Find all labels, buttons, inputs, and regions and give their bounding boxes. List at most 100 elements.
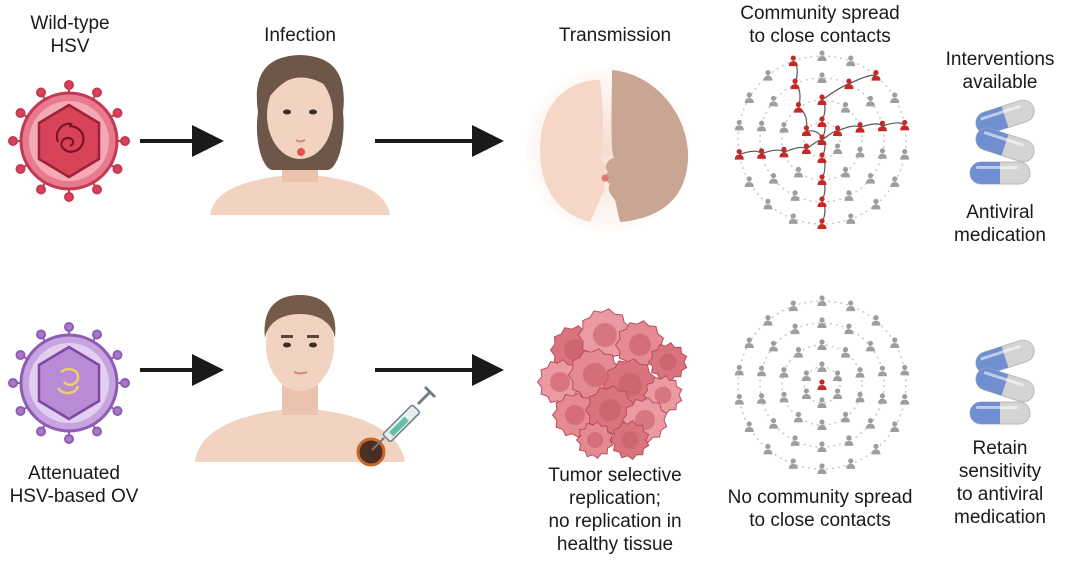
person-icon <box>734 148 744 160</box>
person-icon <box>846 300 856 312</box>
tumor-selective-replication-label: Tumor selective replication; no replicat… <box>548 465 682 555</box>
person-icon <box>757 393 767 404</box>
person-icon <box>779 146 789 158</box>
person-icon <box>877 148 887 159</box>
syringe-icon <box>371 385 437 451</box>
person-icon <box>890 421 900 432</box>
person-icon <box>877 393 887 404</box>
person-icon <box>877 365 887 377</box>
person-icon <box>846 458 856 469</box>
person-icon <box>817 196 827 207</box>
person-icon <box>788 458 798 469</box>
person-icon <box>769 418 779 429</box>
infected-woman-illustration <box>210 55 390 215</box>
person-icon <box>871 443 881 455</box>
person-icon <box>855 367 865 378</box>
person-icon <box>900 148 910 160</box>
person-icon <box>817 463 827 474</box>
community-spread-label: Community spread to close contacts <box>740 3 900 47</box>
person-icon <box>817 116 827 127</box>
person-icon <box>900 364 910 376</box>
person-icon <box>855 391 865 403</box>
person-icon <box>817 218 827 229</box>
person-icon <box>871 70 881 81</box>
person-icon <box>744 92 754 103</box>
person-icon <box>763 443 773 455</box>
person-icon <box>855 122 865 133</box>
person-icon <box>793 347 803 358</box>
person-icon <box>833 125 843 136</box>
person-icon <box>790 435 800 446</box>
antiviral-medication-label: Antiviral medication <box>954 202 1046 246</box>
person-icon <box>865 418 875 429</box>
wildtype-hsv-label: Wild-type HSV <box>30 13 110 57</box>
person-icon <box>801 143 811 154</box>
person-icon <box>817 441 827 452</box>
person-icon <box>744 337 754 348</box>
cold-sore-lesion <box>297 148 305 156</box>
person-icon <box>865 173 875 184</box>
person-icon <box>844 190 854 201</box>
capsule-pill <box>975 127 1035 163</box>
person-icon <box>793 102 803 113</box>
person-icon <box>744 421 754 432</box>
person-icon <box>734 119 744 131</box>
capsule-pill <box>969 401 1031 425</box>
person-icon <box>844 78 854 90</box>
person-icon <box>757 120 767 132</box>
person-icon <box>788 300 798 312</box>
person-icon <box>841 166 851 178</box>
person-icon <box>779 391 789 403</box>
person-icon <box>763 70 773 81</box>
antiviral-capsules-retained-icon <box>969 339 1035 425</box>
person-icon <box>841 102 851 113</box>
person-icon <box>788 213 798 224</box>
person-icon <box>757 148 767 159</box>
oncolytic-virus-icon <box>8 322 130 444</box>
tumor-cell-cluster <box>536 308 688 460</box>
person-icon <box>900 119 910 131</box>
kissing-transmission-illustration <box>526 68 690 232</box>
person-icon <box>734 364 744 376</box>
person-icon <box>769 95 779 107</box>
person-icon <box>817 361 827 372</box>
person-icon <box>817 72 827 83</box>
person-icon <box>801 388 811 399</box>
attenuated-ov-label: Attenuated HSV-based OV <box>9 463 139 507</box>
person-icon <box>855 146 865 158</box>
person-icon <box>817 295 827 306</box>
person-icon <box>769 340 779 352</box>
person-icon <box>817 317 827 328</box>
person-icon <box>846 213 856 224</box>
person-icon <box>890 92 900 103</box>
person-icon <box>844 435 854 446</box>
community-spread-network <box>734 50 910 229</box>
person-icon <box>793 411 803 423</box>
person-icon <box>790 190 800 201</box>
person-icon <box>779 122 789 133</box>
person-icon <box>846 55 856 67</box>
person-icon <box>844 323 854 335</box>
person-icon <box>779 367 789 378</box>
capsule-pill <box>975 99 1035 135</box>
person-icon <box>877 120 887 132</box>
person-icon <box>865 95 875 107</box>
wildtype-virus-icon <box>8 80 130 202</box>
person-icon <box>734 393 744 405</box>
person-icon <box>817 419 827 430</box>
person-icon <box>790 323 800 335</box>
person-icon <box>790 78 800 90</box>
person-icon <box>769 173 779 184</box>
person-icon <box>801 370 811 381</box>
person-icon <box>817 134 827 145</box>
person-icon <box>817 397 827 408</box>
person-icon <box>788 55 798 67</box>
person-icon <box>744 176 754 187</box>
person-icon <box>817 152 827 163</box>
person-icon <box>833 143 843 154</box>
person-icon <box>763 198 773 210</box>
person-icon <box>817 94 827 105</box>
person-icon <box>817 174 827 185</box>
person-icon <box>801 125 811 136</box>
